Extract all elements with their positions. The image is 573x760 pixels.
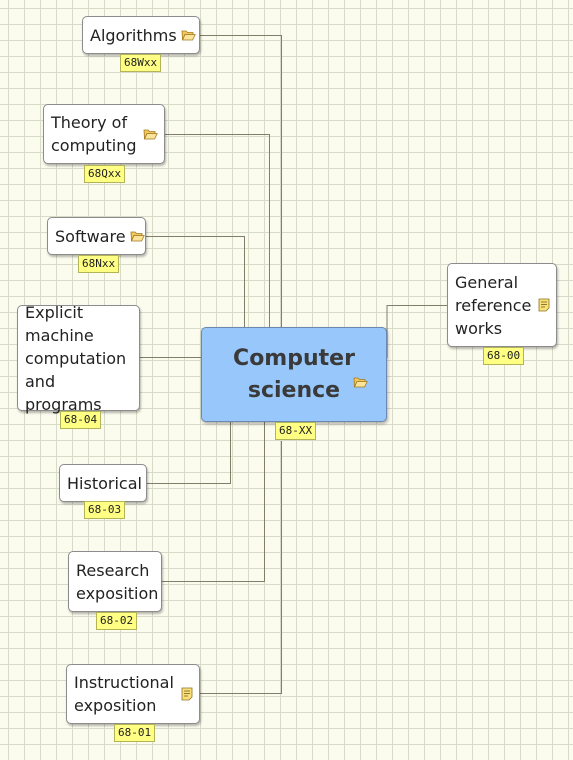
node-theory-of-computing[interactable]: Theory of computing <box>43 104 165 164</box>
connector-algorithms <box>200 35 282 327</box>
node-label: General reference works <box>455 272 532 338</box>
node-label: Historical <box>67 473 142 493</box>
code-tag-theory-of-computing: 68Qxx <box>84 165 126 183</box>
code-tag-general-reference-works: 68-00 <box>483 347 525 365</box>
node-explicit-machine-computation[interactable]: Explicit machine computation and program… <box>17 303 140 414</box>
code-tag-explicit-machine-computation: 68-04 <box>60 411 102 429</box>
node-general-reference-works[interactable]: General reference works <box>447 263 557 347</box>
note-icon[interactable] <box>538 298 550 312</box>
connector-historical <box>147 422 231 484</box>
note-icon[interactable] <box>181 687 193 701</box>
central-node-computer-science[interactable]: Computer science <box>201 327 387 422</box>
node-software[interactable]: Software <box>47 217 146 255</box>
connector-general <box>386 305 448 358</box>
connector-theory <box>165 134 270 327</box>
node-algorithms[interactable]: Algorithms <box>82 16 200 54</box>
folder-open-icon[interactable] <box>130 230 145 242</box>
folder-open-icon[interactable] <box>181 29 196 41</box>
code-tag-software: 68Nxx <box>78 255 120 273</box>
code-tag-computer-science: 68-XX <box>275 422 317 440</box>
connector-research <box>162 422 265 582</box>
node-label: Theory of computing <box>51 113 137 155</box>
code-tag-historical: 68-03 <box>84 501 126 519</box>
node-historical[interactable]: Historical <box>59 464 147 502</box>
central-node-label: Computer science <box>233 345 355 403</box>
code-tag-algorithms: 68Wxx <box>120 54 162 72</box>
connector-instructional <box>200 441 282 694</box>
folder-open-icon[interactable] <box>143 128 158 140</box>
node-research-exposition[interactable]: Research exposition <box>68 551 162 612</box>
node-label: Explicit machine computation and program… <box>25 302 127 414</box>
node-label: Instructional exposition <box>74 673 174 715</box>
folder-open-icon[interactable] <box>353 366 368 398</box>
node-instructional-exposition[interactable]: Instructional exposition <box>66 664 200 724</box>
code-tag-research-exposition: 68-02 <box>96 612 138 630</box>
node-label: Software <box>55 226 126 246</box>
connector-software <box>146 236 245 327</box>
node-label: Research exposition <box>76 560 159 603</box>
node-label: Algorithms <box>90 25 177 45</box>
code-tag-instructional-exposition: 68-01 <box>114 724 156 742</box>
